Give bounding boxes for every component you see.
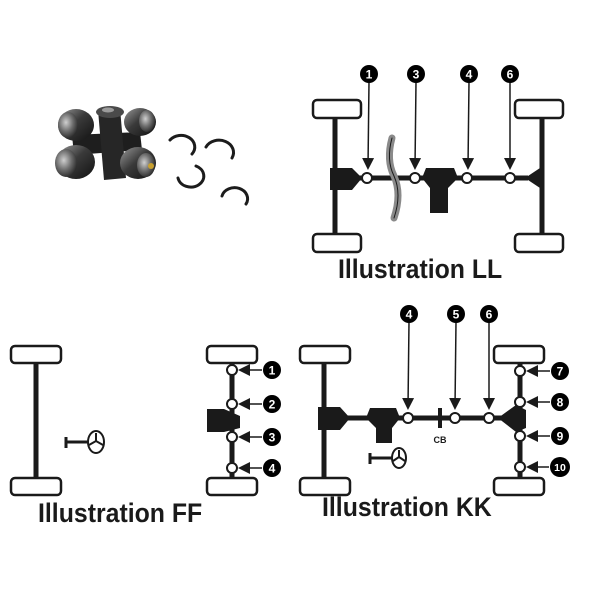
wheel [205,476,259,497]
wheel [311,98,363,120]
svg-text:4: 4 [269,462,276,476]
svg-text:6: 6 [507,68,514,82]
marker-kk-8: 8 [551,393,569,411]
marker-ll-3: 3 [407,65,425,83]
marker-ff-4: 4 [263,459,281,477]
u-joint-10 [514,461,526,473]
universal-joint-with-c-clips-icon [55,106,250,206]
svg-text:3: 3 [269,431,276,445]
marker-ff-3: 3 [263,428,281,446]
u-joint-2 [226,398,238,410]
marker-kk-7: 7 [551,362,569,380]
u-joint-6 [483,412,495,424]
marker-ff-2: 2 [263,395,281,413]
svg-text:4: 4 [466,68,473,82]
marker-kk-10: 10 [550,457,570,477]
illustration-ll-title: Illustration LL [338,254,503,284]
u-joint-9 [514,430,526,442]
marker-kk-6: 6 [480,305,498,323]
svg-text:5: 5 [453,308,460,322]
svg-text:9: 9 [557,430,564,444]
svg-text:1: 1 [366,68,373,82]
wheel [492,344,546,365]
svg-text:1: 1 [269,364,276,378]
front-differential [498,405,526,432]
wheel [298,476,352,497]
svg-text:2: 2 [269,398,276,412]
wheel [205,344,259,365]
u-joint-1 [361,172,373,184]
illustration-kk-diagram: CB 4 [298,305,570,497]
rear-differential [318,407,350,430]
wheel [513,232,565,254]
u-joint-8 [514,396,526,408]
wheel [9,344,63,365]
rear-differential [330,168,362,190]
marker-kk-9: 9 [551,427,569,445]
u-joint-5 [449,412,461,424]
svg-text:6: 6 [486,308,493,322]
transfer-case [366,408,400,443]
wheel [513,98,565,120]
front-differential [525,166,543,190]
marker-ff-1: 1 [263,361,281,379]
wheel [9,476,63,497]
u-joint-4 [402,412,414,424]
u-joint-4 [226,462,238,474]
wheel [492,476,546,497]
marker-kk-4: 4 [400,305,418,323]
u-joint-7 [514,365,526,377]
u-joint-3 [226,431,238,443]
marker-kk-5: 5 [447,305,465,323]
wheel [298,344,352,365]
steering-wheel-icon [64,430,105,454]
wheel [311,232,363,254]
u-joint-3 [409,172,421,184]
illustration-ff-title: Illustration FF [38,498,203,528]
u-joint-1 [226,364,238,376]
universal-joint-icon [55,106,156,180]
carrier-bearing-label: CB [434,435,447,445]
svg-text:4: 4 [406,308,413,322]
svg-text:7: 7 [557,365,564,379]
front-differential [207,409,240,432]
steering-wheel-icon [368,447,407,469]
marker-ll-6: 6 [501,65,519,83]
svg-text:10: 10 [554,462,566,474]
illustration-ff-diagram: 1 2 3 4 [9,344,281,497]
marker-ll-1: 1 [360,65,378,83]
svg-text:8: 8 [557,396,564,410]
illustration-ll-diagram: 1 3 4 6 [311,65,565,254]
svg-text:3: 3 [413,68,420,82]
u-joint-6 [504,172,516,184]
u-joint-4 [461,172,473,184]
marker-ll-4: 4 [460,65,478,83]
c-clip-icon [168,133,250,206]
illustration-kk-title: Illustration KK [322,492,492,522]
transfer-case [422,168,458,213]
